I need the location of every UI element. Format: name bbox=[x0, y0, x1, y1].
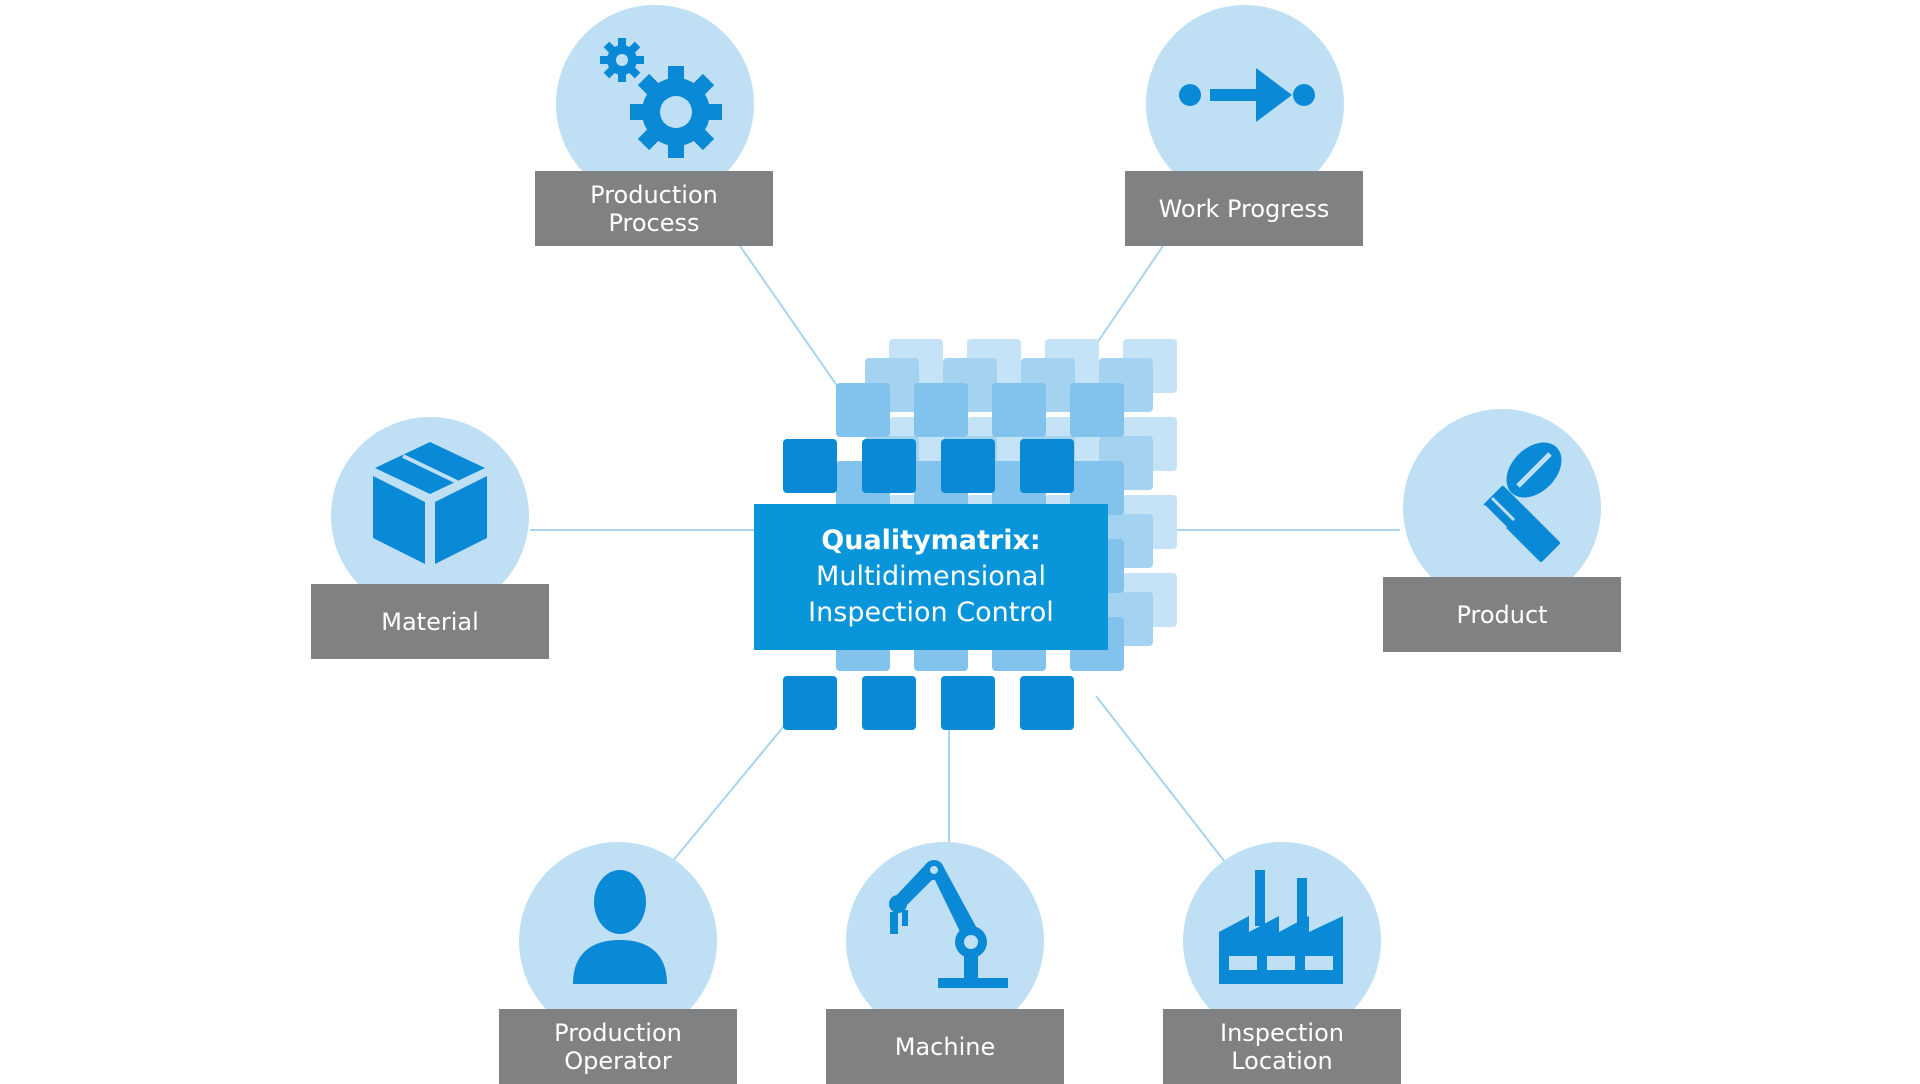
screw-icon bbox=[1458, 442, 1562, 562]
person-icon bbox=[573, 870, 667, 984]
work-progress-label-line1: Work Progress bbox=[1158, 194, 1330, 223]
matrix-cube bbox=[1020, 676, 1074, 730]
factory-icon bbox=[1219, 870, 1343, 984]
production-process-label-line2: Process bbox=[608, 208, 700, 237]
matrix-cube bbox=[1020, 439, 1074, 493]
robot-arm-icon bbox=[889, 860, 1008, 988]
connector-production-process bbox=[739, 245, 841, 391]
material-label: Material bbox=[311, 584, 549, 659]
inspection-location-label-line1: Inspection bbox=[1220, 1018, 1344, 1047]
matrix-cube bbox=[862, 439, 916, 493]
box-icon bbox=[373, 442, 487, 564]
product-label-line1: Product bbox=[1456, 600, 1548, 629]
production-process-label: Production Process bbox=[535, 171, 773, 246]
inspection-location-label-line2: Location bbox=[1231, 1046, 1333, 1075]
center-line-2: Inspection Control bbox=[808, 597, 1054, 628]
matrix-cube bbox=[1070, 383, 1124, 437]
matrix-cube bbox=[992, 383, 1046, 437]
production-operator-label: Production Operator bbox=[499, 1009, 737, 1084]
product-label: Product bbox=[1383, 577, 1621, 652]
matrix-cube bbox=[862, 676, 916, 730]
center-line-1: Multidimensional bbox=[816, 561, 1046, 592]
inspection-location-label: Inspection Location bbox=[1163, 1009, 1401, 1084]
matrix-cube bbox=[783, 676, 837, 730]
center-title: Qualitymatrix: bbox=[821, 525, 1041, 556]
matrix-cube bbox=[1070, 461, 1124, 515]
arrow-progress-icon bbox=[1179, 68, 1315, 122]
matrix-cube bbox=[836, 383, 890, 437]
machine-label: Machine bbox=[826, 1009, 1064, 1084]
production-operator-label-line2: Operator bbox=[564, 1046, 672, 1075]
matrix-cube bbox=[783, 439, 837, 493]
work-progress-label: Work Progress bbox=[1125, 171, 1363, 246]
machine-label-line1: Machine bbox=[894, 1032, 996, 1061]
production-process-label-line1: Production bbox=[590, 180, 718, 209]
material-label-line1: Material bbox=[381, 607, 479, 636]
production-operator-label-line1: Production bbox=[554, 1018, 682, 1047]
connector-inspection-location bbox=[1095, 695, 1226, 863]
matrix-cube bbox=[941, 676, 995, 730]
qualitymatrix-center-box: Qualitymatrix: Multidimensional Inspecti… bbox=[754, 504, 1108, 650]
matrix-cube bbox=[914, 383, 968, 437]
gears-icon bbox=[600, 38, 722, 158]
matrix-cube bbox=[941, 439, 995, 493]
connector-production-operator bbox=[671, 725, 785, 863]
work-progress-circle bbox=[1146, 5, 1344, 203]
matrix-front-layer bbox=[783, 439, 1074, 730]
connector-work-progress bbox=[1094, 245, 1164, 347]
